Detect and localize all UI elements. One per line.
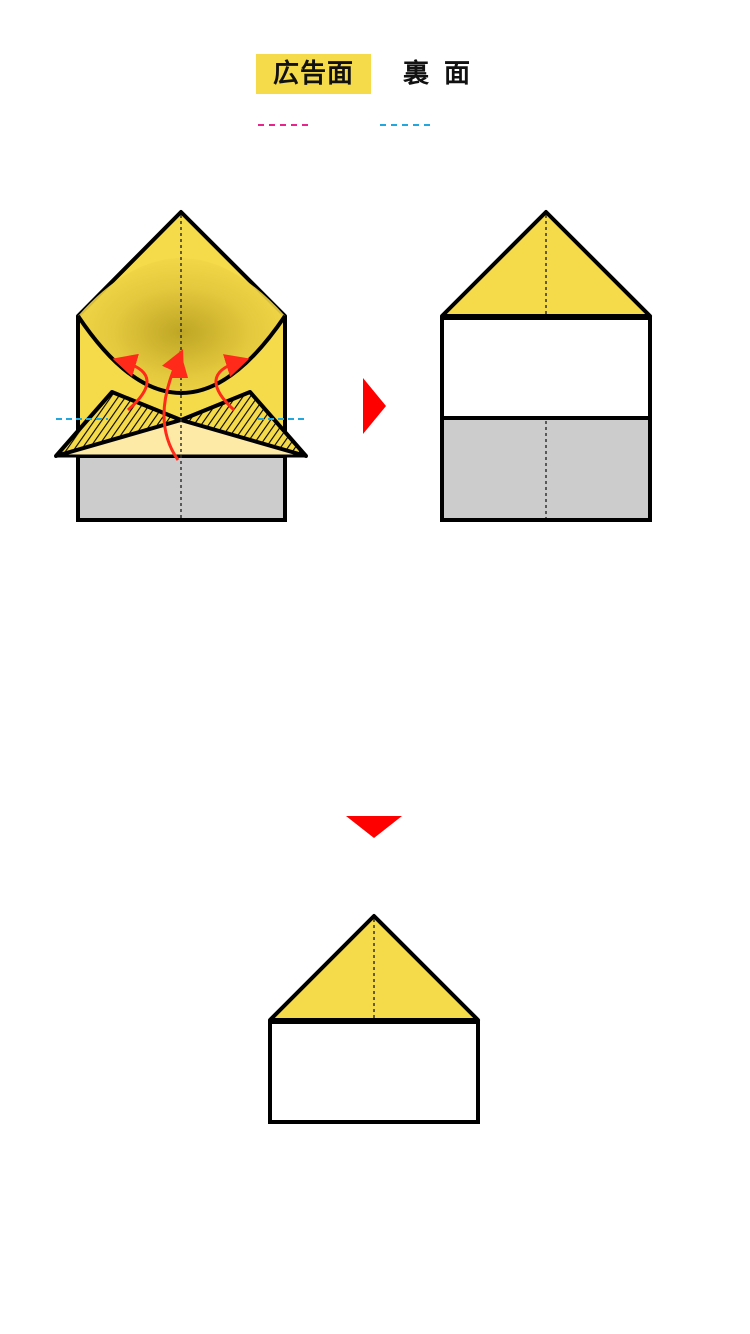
left-hatched-flap — [54, 390, 183, 458]
legend-back-side-label: 裏 面 — [402, 59, 472, 89]
legend-valley-fold-line — [380, 124, 430, 126]
right-hatched-flap — [179, 390, 308, 458]
curved-red-arrow-icon — [112, 353, 149, 412]
red-triangle-right-icon — [363, 378, 386, 434]
white-band — [268, 1020, 480, 1124]
arrow-head-icon — [170, 350, 188, 378]
red-triangle-down-icon — [346, 816, 402, 838]
legend-front-side-label: 広告面 — [256, 54, 371, 94]
curved-red-arrow-icon — [214, 354, 250, 412]
pocket-edge — [76, 314, 287, 395]
legend-mountain-fold-line — [258, 124, 308, 126]
